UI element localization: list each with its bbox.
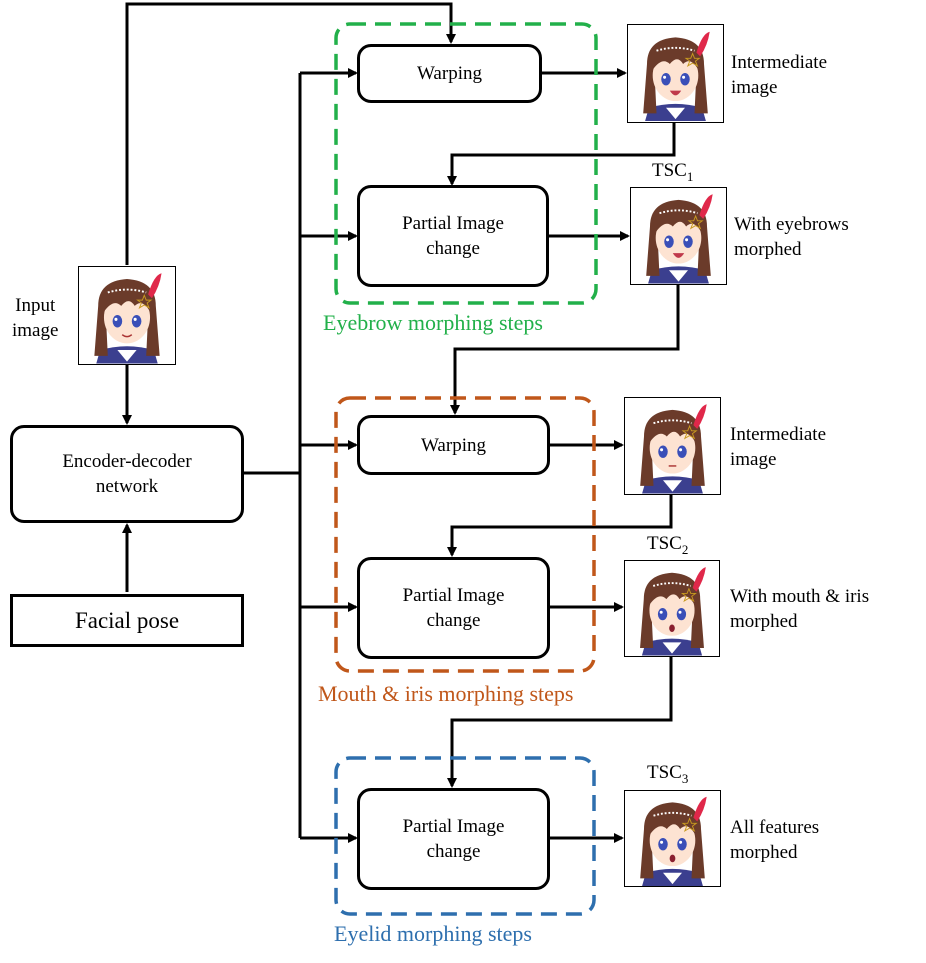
- intermediate1-line2: image: [731, 77, 778, 98]
- eyelid-step-group: [334, 756, 596, 916]
- all-features-line1: All features: [730, 817, 820, 838]
- warping-box-1: Warping: [357, 44, 542, 103]
- intermediate-image-thumbnail-2: [624, 397, 721, 495]
- facial-pose-label: Facial pose: [74, 608, 180, 633]
- partial-image-change-box-2: Partial Image change: [357, 557, 550, 659]
- eyebrows-line1: With eyebrows: [734, 214, 849, 235]
- encoder-label-line2: network: [95, 476, 159, 497]
- intermediate-image-label-1: Intermediate image: [731, 50, 827, 100]
- intermediate1-to-partial1: [447, 123, 676, 186]
- all-features-line2: morphed: [730, 842, 798, 863]
- eyebrows-line2: morphed: [734, 239, 802, 260]
- mouth-iris-morphed-label: With mouth & iris morphed: [730, 584, 869, 634]
- tsc2-base: TSC: [647, 533, 682, 554]
- eyebrow-step-group: [334, 22, 598, 305]
- encoder-label-line1: Encoder-decoder: [62, 451, 192, 472]
- intermediate2-to-partial2: [447, 495, 673, 557]
- eyelid-steps-caption: Eyelid morphing steps: [334, 921, 532, 946]
- tsc2-thumbnail: [624, 560, 720, 657]
- intermediate-image-label-2: Intermediate image: [730, 422, 826, 472]
- partial-label-3b: change: [426, 841, 481, 862]
- intermediate2-line2: image: [730, 449, 777, 470]
- mouth-iris-line2: morphed: [730, 611, 798, 632]
- anime-face-thumbnail-icon: [640, 404, 707, 494]
- tsc1-to-warping2: [450, 285, 680, 415]
- input-label-line1: Input: [15, 295, 56, 316]
- anime-face-thumbnail-icon: [640, 567, 706, 656]
- anime-face-thumbnail-icon: [643, 31, 710, 121]
- all-features-morphed-label: All features morphed: [730, 815, 819, 865]
- partial-label-2b: change: [426, 610, 481, 631]
- eyebrows-morphed-label: With eyebrows morphed: [734, 212, 849, 262]
- tsc1-base: TSC: [652, 160, 687, 181]
- mouth-iris-line1: With mouth & iris: [730, 586, 870, 607]
- anime-face-thumbnail-icon: [640, 796, 707, 886]
- warping-label-1: Warping: [417, 63, 482, 84]
- tsc1-label: TSC1: [652, 160, 693, 185]
- tsc3-label: TSC3: [647, 762, 688, 787]
- encoder-decoder-box: Encoder-decoder network: [10, 425, 244, 523]
- partial-image-change-box-3: Partial Image change: [357, 788, 550, 890]
- tsc3-base: TSC: [647, 762, 682, 783]
- tsc2-label: TSC2: [647, 533, 688, 558]
- partial-image-change-box-1: Partial Image change: [357, 185, 549, 287]
- anime-face-thumbnail-icon: [94, 273, 162, 364]
- partial-label-1a: Partial Image: [402, 213, 504, 234]
- partial-label-1b: change: [426, 238, 480, 259]
- warping-box-2: Warping: [357, 415, 550, 475]
- mouth-iris-step-group: [334, 396, 596, 673]
- tsc1-thumbnail: [630, 187, 727, 285]
- partial-label-3a: Partial Image: [402, 816, 505, 837]
- mouth-iris-steps-caption: Mouth & iris morphing steps: [318, 681, 574, 706]
- intermediate2-line1: Intermediate: [730, 424, 827, 445]
- input-image-label: Input image: [12, 293, 58, 343]
- warping-label-2: Warping: [421, 434, 486, 456]
- input-image-thumbnail: [78, 266, 176, 365]
- tsc3-thumbnail: [624, 790, 721, 887]
- eyebrow-steps-caption: Eyebrow morphing steps: [323, 310, 543, 335]
- intermediate1-line1: Intermediate: [731, 52, 828, 73]
- tsc1-subscript: 1: [686, 168, 694, 184]
- tsc2-to-partial3: [447, 657, 673, 788]
- tsc3-subscript: 3: [681, 770, 689, 786]
- anime-face-thumbnail-icon: [646, 194, 713, 284]
- input-label-line2: image: [12, 320, 59, 341]
- intermediate-image-thumbnail-1: [627, 24, 724, 123]
- facial-pose-box: Facial pose: [10, 594, 244, 647]
- tsc2-subscript: 2: [681, 541, 689, 557]
- partial-label-2a: Partial Image: [402, 585, 505, 606]
